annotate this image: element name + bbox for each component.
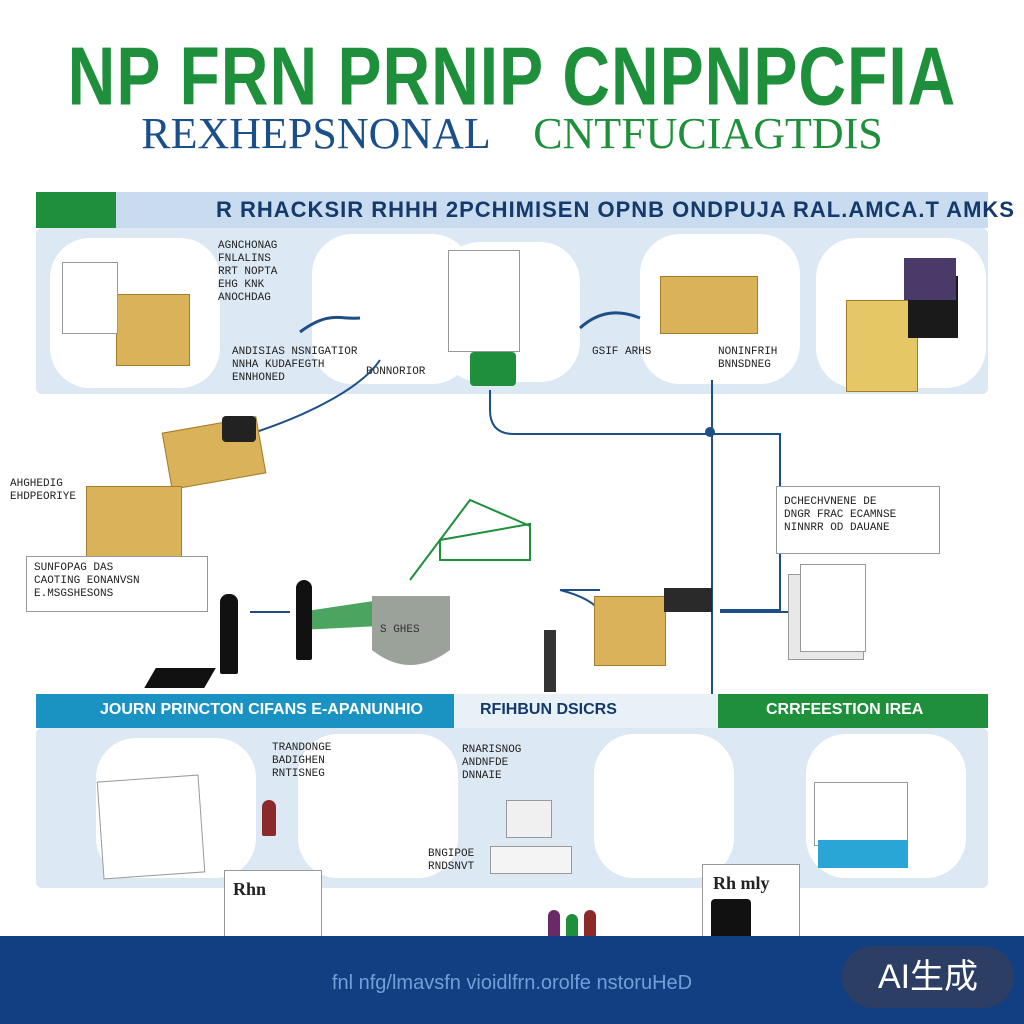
shadow-shape — [144, 668, 216, 688]
keyboard-icon — [490, 846, 572, 874]
top-banner: R RHACKSIR RHHH 2PCHIMISEN OPNB ONDPUJA … — [36, 192, 1014, 228]
mid-label-left-top: AHGHEDIG EHDPEORIYE — [10, 478, 77, 503]
footer-text: fnl nfg/lmavsfn vioidlfrn.orolfe nstoruH… — [331, 972, 693, 994]
package-icon — [116, 294, 190, 366]
person-figure — [220, 594, 238, 674]
subtitle-right: CNTFUCIAGTDIS — [533, 109, 883, 158]
bottom-label-2: BNGIPOE RNDSNVT — [428, 848, 475, 873]
folder-stack-icon — [846, 300, 918, 392]
stand-icon — [544, 630, 556, 692]
person-figure — [296, 580, 312, 660]
top-banner-inner — [116, 192, 988, 228]
top-label-1: AGNCHONAG FNLALINS RRT NOPTA EHG KNK ANO… — [218, 240, 278, 304]
lower-card-2-title: Rh mly — [713, 873, 770, 893]
computer-icon — [506, 800, 552, 838]
document-icon — [448, 250, 520, 352]
mid-label-left: SUNFOPAG DAS CAOTING EONANVSN E.MSGSHESO… — [34, 562, 140, 600]
bottom-banner-seg-1 — [36, 694, 454, 728]
folder-icon — [904, 258, 956, 300]
shield-label: S GHES — [380, 624, 420, 636]
mid-label-right: DCHECHVNENE DE DNGR FRAC ECAMNSE NINNRR … — [784, 496, 897, 534]
document-icon — [96, 774, 206, 880]
top-label-3: BONNORIOR — [366, 366, 426, 378]
package-icon — [660, 276, 758, 334]
subtitle: REXHEPSNONAL CNTFUCIAGTDIS — [0, 108, 1024, 159]
bottom-card-2 — [298, 734, 458, 878]
bottom-banner-text-3: CRRFEESTION IREA — [766, 701, 924, 718]
route-icon — [470, 352, 516, 386]
bottom-label-1: TRANDONGE BADIGHEN RNTISNEG — [272, 742, 332, 780]
bottom-label-3: RNARISNOG ANDNFDE DNNAIE — [462, 744, 522, 782]
person-icon — [262, 800, 276, 836]
subtitle-left: REXHEPSNONAL — [141, 109, 490, 158]
bottom-banner: JOURN PRINCTON CIFANS E-APANUNHIO RFIHBU… — [36, 694, 988, 728]
chart-icon — [818, 840, 908, 868]
main-title: NP FRN PRNIP CNPNPCFIA — [67, 29, 957, 122]
document-icon — [814, 782, 908, 846]
top-label-5: NONINFRIH BNNSDNEG — [718, 346, 778, 371]
note-card — [26, 556, 208, 612]
bottom-banner-seg-3 — [718, 694, 988, 728]
tag-icon — [222, 416, 256, 442]
bottom-banner-text-2: RFIHBUN DSICRS — [480, 701, 617, 718]
top-label-4: GSIF ARHS — [592, 346, 652, 358]
bottom-banner-text-1: JOURN PRINCTON CIFANS E-APANUNHIO — [100, 701, 423, 718]
package-icon — [86, 486, 182, 558]
top-label-2: ANDISIAS NSNIGATIOR NNHA KUDAFEGTH ENNHO… — [232, 346, 358, 384]
top-banner-text: R RHACKSIR RHHH 2PCHIMISEN OPNB ONDPUJA … — [216, 197, 1015, 222]
bottom-banner-seg-2 — [454, 694, 718, 728]
package-icon — [594, 596, 666, 666]
device-icon — [664, 588, 712, 612]
bottom-card-3 — [594, 734, 734, 878]
document-icon — [62, 262, 118, 334]
document-icon — [800, 564, 866, 652]
info-card — [776, 486, 940, 554]
ai-generated-badge: AI生成 — [842, 946, 1014, 1008]
lower-card-1-title: Rhn — [233, 879, 267, 899]
